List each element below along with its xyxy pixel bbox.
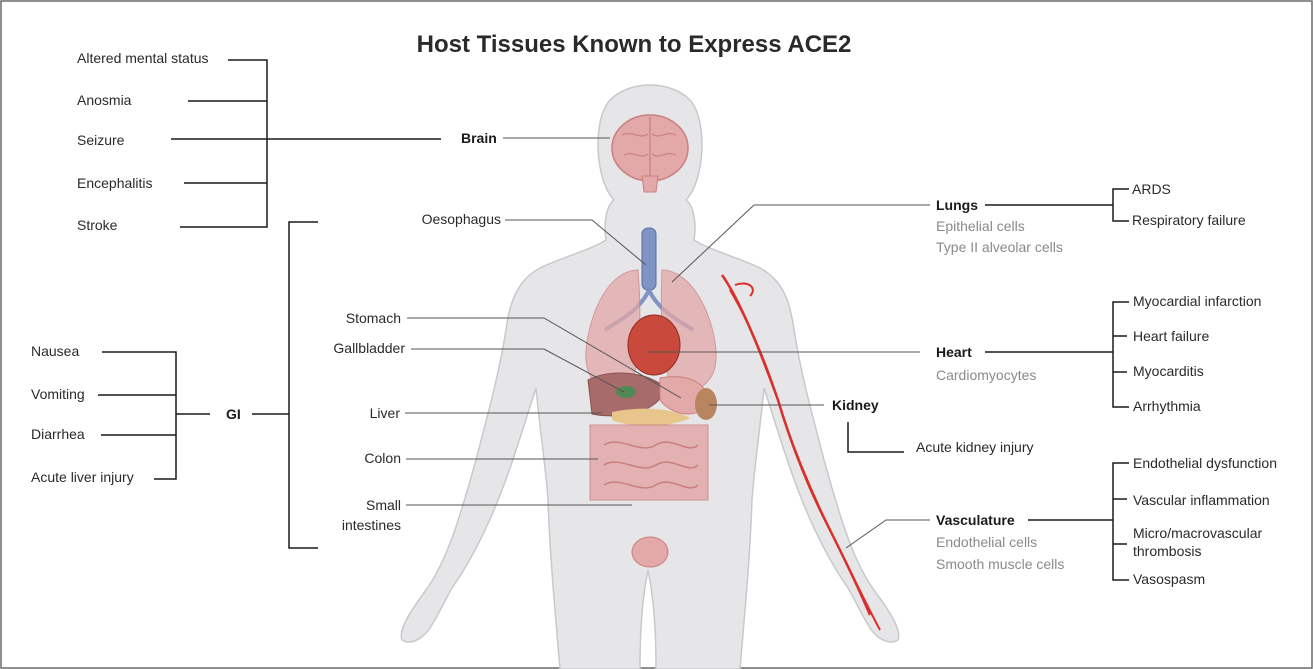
organ-liver: Liver	[370, 405, 401, 421]
vasculature-cell-endothelial: Endothelial cells	[936, 534, 1037, 550]
gi-symptom-nausea: Nausea	[31, 343, 79, 359]
heart-label: Heart	[936, 344, 972, 360]
brain-symptom-seizure: Seizure	[77, 132, 125, 148]
kidney-symptom-acute-kidney-injury: Acute kidney injury	[916, 439, 1034, 455]
organ-stomach: Stomach	[346, 310, 401, 326]
heart-symptom-arrhythmia: Arrhythmia	[1133, 398, 1201, 414]
organ-oesophagus: Oesophagus	[422, 211, 501, 227]
lungs-cell-type-ii: Type II alveolar cells	[936, 239, 1063, 255]
lungs-symptom-ards: ARDS	[1132, 181, 1171, 197]
gi-symptom-vomiting: Vomiting	[31, 386, 85, 402]
brain-symptom-stroke: Stroke	[77, 217, 118, 233]
brain-symptom-anosmia: Anosmia	[77, 92, 132, 108]
brain-symptom-encephalitis: Encephalitis	[77, 175, 153, 191]
heart-cell-cardiomyocytes: Cardiomyocytes	[936, 367, 1036, 383]
heart-symptom-heart-failure: Heart failure	[1133, 328, 1209, 344]
vasculature-symptom-endothelial-dysfunction: Endothelial dysfunction	[1133, 455, 1277, 471]
heart-illustration	[628, 315, 680, 375]
diagram-title: Host Tissues Known to Express ACE2	[417, 31, 852, 58]
organ-gallbladder: Gallbladder	[333, 340, 405, 356]
lungs-label: Lungs	[936, 197, 978, 213]
vasculature-symptom-thrombosis-line1: Micro/macrovascular	[1133, 525, 1262, 541]
lungs-symptom-respiratory-failure: Respiratory failure	[1132, 212, 1246, 228]
vasculature-symptom-vascular-inflammation: Vascular inflammation	[1133, 492, 1270, 508]
organ-colon: Colon	[364, 450, 401, 466]
organ-small-intestines-line2: intestines	[342, 517, 401, 533]
vasculature-symptom-thrombosis-line2: thrombosis	[1133, 543, 1201, 559]
kidney-label: Kidney	[832, 397, 879, 413]
gi-symptom-diarrhea: Diarrhea	[31, 426, 85, 442]
brain-symptom-altered-mental-status: Altered mental status	[77, 50, 209, 66]
vasculature-symptom-vasospasm: Vasospasm	[1133, 571, 1205, 587]
organ-small-intestines-line1: Small	[366, 497, 401, 513]
heart-symptom-myocardial-infarction: Myocardial infarction	[1133, 293, 1261, 309]
heart-symptom-myocarditis: Myocarditis	[1133, 363, 1204, 379]
lungs-cell-epithelial: Epithelial cells	[936, 218, 1025, 234]
vasculature-label: Vasculature	[936, 512, 1015, 528]
vasculature-cell-smooth-muscle: Smooth muscle cells	[936, 556, 1064, 572]
gi-symptom-acute-liver-injury: Acute liver injury	[31, 469, 134, 485]
gi-label: GI	[226, 406, 241, 422]
brain-label: Brain	[461, 130, 497, 146]
